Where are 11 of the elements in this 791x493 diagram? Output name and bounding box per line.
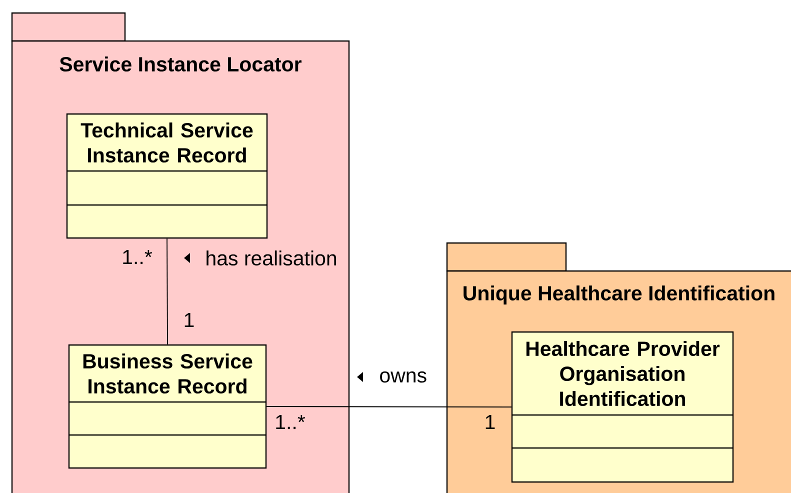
association-line: [266, 406, 512, 408]
class-box: Healthcare Provider Organisation Identification: [511, 331, 734, 483]
class-box: Technical Service Instance Record: [66, 113, 268, 239]
multiplicity-label: 1: [184, 312, 194, 328]
association-line: [166, 238, 168, 345]
edge-label: has realisation: [206, 250, 336, 266]
multiplicity-label: 1..*: [276, 414, 306, 430]
multiplicity-label: 1: [486, 414, 495, 430]
edge-label: owns: [380, 371, 426, 383]
multiplicity-label: 1..*: [123, 250, 152, 264]
class-box: Business Service Instance Record: [68, 344, 267, 469]
